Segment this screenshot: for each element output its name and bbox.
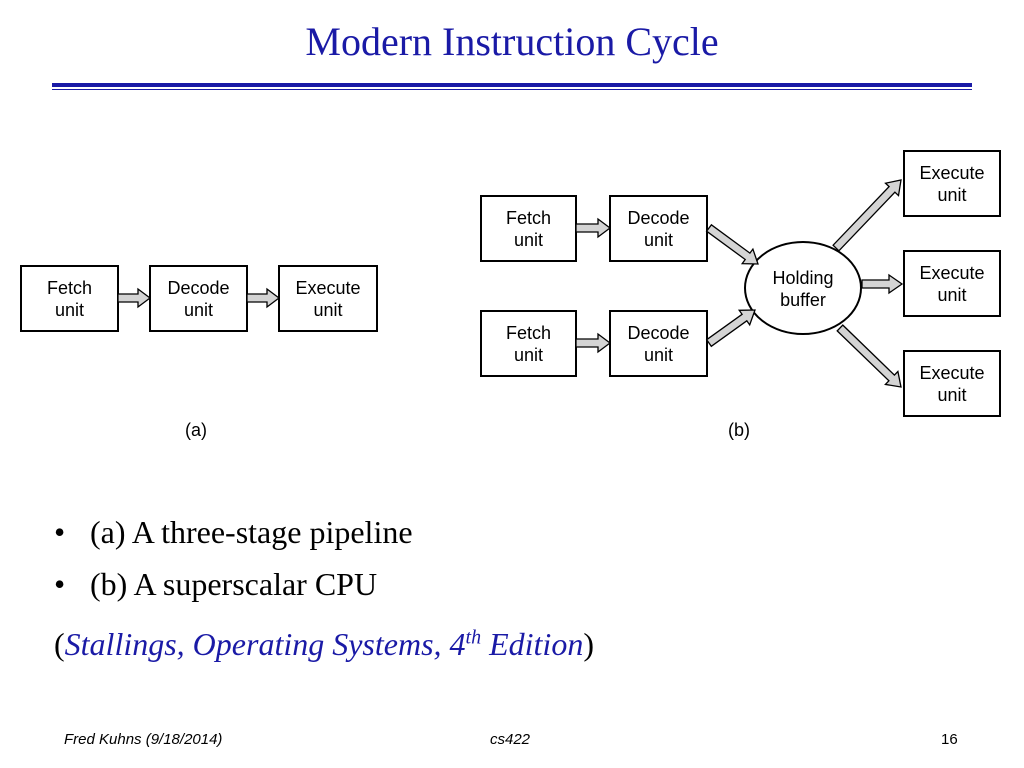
svg-text:buffer: buffer	[780, 290, 826, 310]
citation: (Stallings, Operating Systems, 4th Editi…	[54, 618, 594, 670]
b-flow-arrows	[705, 179, 904, 388]
svg-text:unit: unit	[937, 285, 966, 305]
svg-text:unit: unit	[55, 300, 84, 320]
footer-author: Fred Kuhns (9/18/2014)	[64, 731, 223, 748]
a-arrow-decode-execute	[246, 287, 281, 309]
svg-text:unit: unit	[644, 230, 673, 250]
a-arrow-fetch-decode	[117, 287, 152, 309]
b-fetch-unit-1: Fetch unit	[480, 195, 577, 262]
svg-text:Holding: Holding	[772, 268, 833, 288]
a-decode-unit: Decode unit	[149, 265, 248, 332]
svg-text:unit: unit	[514, 230, 543, 250]
caption-b: (b)	[728, 420, 750, 440]
svg-text:Fetch: Fetch	[506, 323, 551, 343]
bullet-text: (b) A superscalar CPU	[90, 566, 378, 602]
svg-text:Decode: Decode	[627, 323, 689, 343]
citation-open-paren: (	[54, 626, 65, 662]
b-arrow-buffer-execute2	[861, 273, 904, 295]
svg-text:unit: unit	[937, 185, 966, 205]
b-execute-unit-1: Execute unit	[903, 150, 1001, 217]
b-arrow-buffer-execute1	[832, 179, 902, 252]
svg-text:Fetch: Fetch	[47, 278, 92, 298]
citation-close-paren: )	[583, 626, 594, 662]
bullet-symbol: •	[54, 566, 66, 602]
b-decode-unit-2: Decode unit	[609, 310, 708, 377]
svg-text:unit: unit	[313, 300, 342, 320]
title-rule-thick	[52, 83, 972, 87]
svg-text:Decode: Decode	[627, 208, 689, 228]
svg-text:unit: unit	[514, 345, 543, 365]
citation-text: Stallings, Operating Systems, 4th Editio…	[65, 626, 584, 662]
svg-text:Decode: Decode	[167, 278, 229, 298]
a-fetch-unit: Fetch unit	[20, 265, 119, 332]
bullet-symbol: •	[54, 514, 66, 550]
footer-course: cs422	[490, 731, 531, 748]
footer-page-number: 16	[941, 731, 958, 748]
pipeline-a: Fetch unit Decode unit Execute unit (a)	[20, 265, 378, 440]
svg-text:Execute: Execute	[919, 363, 984, 383]
title-rule-thin	[52, 89, 972, 90]
b-decode-unit-1: Decode unit	[609, 195, 708, 262]
bullet-item-a: • (a) A three-stage pipeline	[54, 506, 413, 558]
caption-a: (a)	[185, 420, 207, 440]
b-execute-unit-2: Execute unit	[903, 250, 1001, 317]
svg-text:Execute: Execute	[919, 263, 984, 283]
svg-text:unit: unit	[644, 345, 673, 365]
b-arrow-buffer-execute3	[836, 324, 902, 388]
b-arrow-fetch1-decode1	[575, 217, 612, 239]
b-holding-buffer: Holding buffer	[744, 241, 862, 335]
slide-title: Modern Instruction Cycle	[305, 19, 719, 64]
svg-text:Execute: Execute	[295, 278, 360, 298]
citation-source: Stallings, Operating Systems, 4	[64, 626, 466, 662]
bullet-item-b: • (b) A superscalar CPU	[54, 558, 413, 610]
b-arrow-fetch2-decode2	[575, 332, 612, 354]
citation-edition: Edition	[481, 626, 584, 662]
b-execute-unit-3: Execute unit	[903, 350, 1001, 417]
svg-text:unit: unit	[184, 300, 213, 320]
svg-text:Fetch: Fetch	[506, 208, 551, 228]
a-execute-unit: Execute unit	[278, 265, 378, 332]
svg-text:unit: unit	[937, 385, 966, 405]
b-arrow-decode2-buffer	[705, 309, 756, 348]
b-arrow-decode1-buffer	[705, 223, 759, 265]
bullet-list: • (a) A three-stage pipeline • (b) A super…	[54, 506, 413, 610]
svg-text:Execute: Execute	[919, 163, 984, 183]
bullet-text: (a) A three-stage pipeline	[90, 514, 413, 550]
superscalar-b: Fetch unit Decode unit Fetch unit Decode…	[480, 150, 1001, 440]
citation-superscript: th	[465, 626, 482, 649]
b-fetch-unit-2: Fetch unit	[480, 310, 577, 377]
